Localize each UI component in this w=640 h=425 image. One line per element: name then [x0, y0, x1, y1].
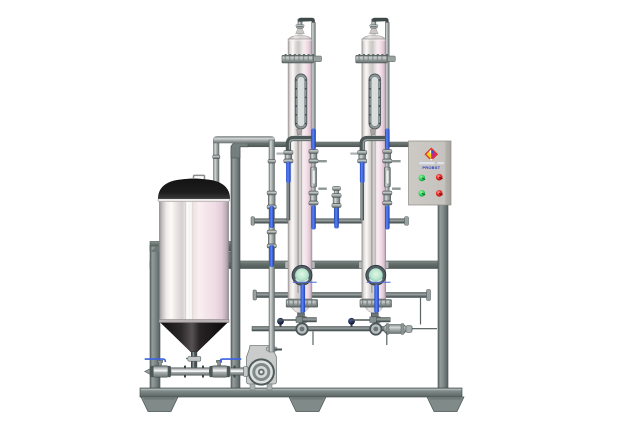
svg-text:PROBST: PROBST [422, 165, 440, 170]
